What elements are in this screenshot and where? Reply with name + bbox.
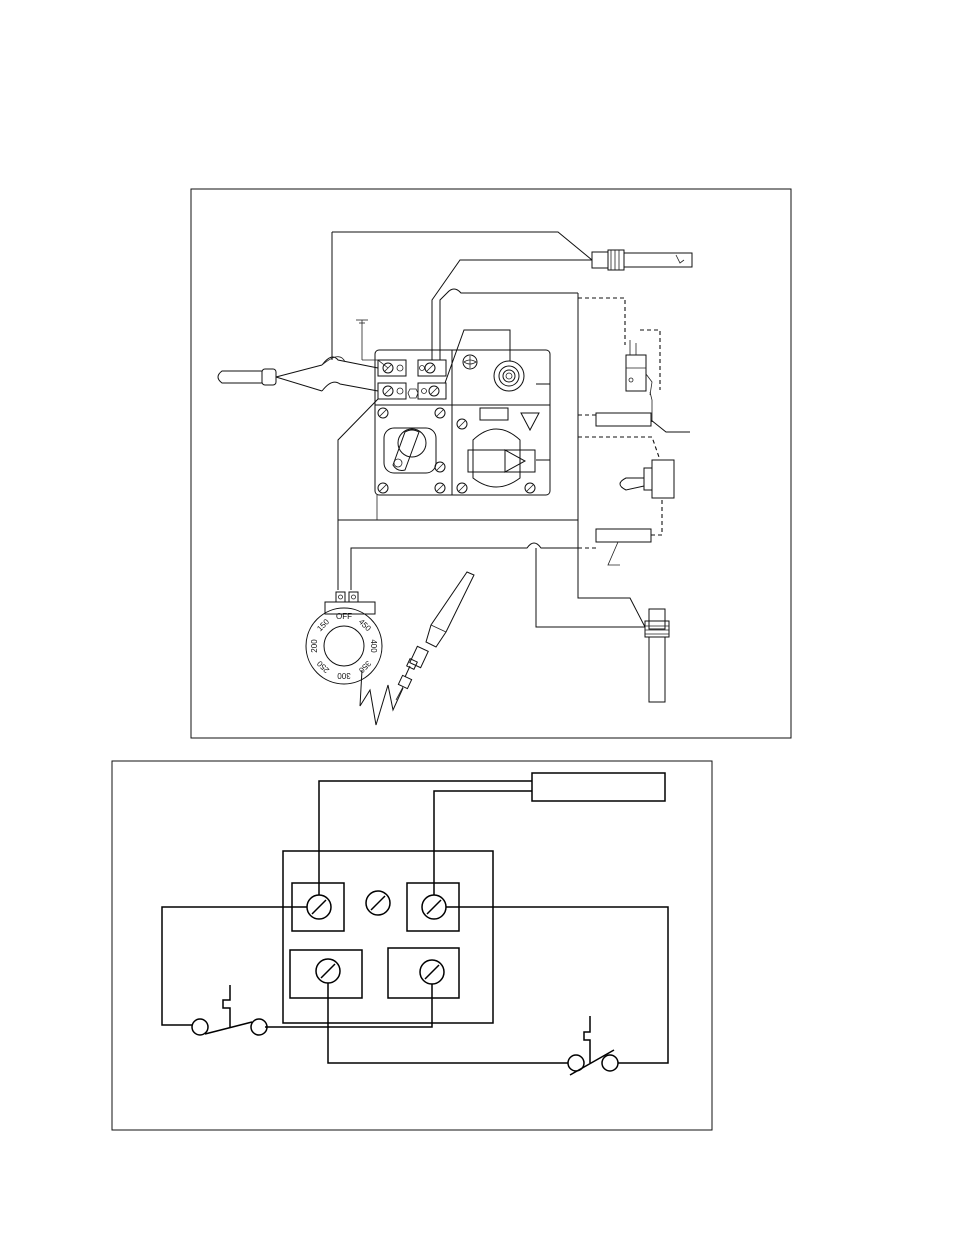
dial-label: 250 <box>315 658 331 674</box>
schematic-component-block <box>532 773 665 801</box>
toggle-switch <box>620 460 674 498</box>
ground-symbol <box>356 320 388 368</box>
pilot-outlet-fitting <box>494 361 524 391</box>
thermocouple-probe <box>218 365 322 391</box>
gas-valve <box>375 350 550 495</box>
dashed-wires <box>578 298 662 548</box>
thermostat-bulb <box>396 572 474 700</box>
dial-label: 400 <box>369 639 378 653</box>
solid-wires <box>322 232 645 627</box>
thermostat-dial-labels: OFF 450 400 350 300 250 200 150 <box>310 612 378 680</box>
schematic-switch-left <box>192 985 267 1035</box>
valve-terminal-block <box>378 360 446 399</box>
regulator-knob <box>384 428 436 473</box>
pilot-adjust-screw <box>463 355 477 369</box>
schematic-wires <box>162 781 668 1063</box>
dial-label: 200 <box>310 639 319 653</box>
dial-label: 350 <box>356 659 372 675</box>
high-limit-sensor <box>645 609 669 702</box>
schematic-switch-right <box>568 1016 618 1075</box>
dial-label: 150 <box>315 617 331 633</box>
terminal-bottom-right <box>388 948 459 998</box>
gas-cock-knob <box>468 408 539 487</box>
top-diagram-frame <box>191 189 791 738</box>
dial-label: 300 <box>337 671 351 680</box>
dial-label: OFF <box>336 612 352 621</box>
schematic-terminal-board <box>283 851 493 1023</box>
ignitor-electrode <box>592 250 692 270</box>
thermostat-knob <box>324 626 364 666</box>
dial-label: 450 <box>357 617 373 633</box>
micro-switch <box>626 340 652 395</box>
thermostat-dial: OFF 450 400 350 300 250 200 150 <box>306 592 403 725</box>
inline-fuse-upper <box>596 413 690 432</box>
pictorial-wiring-diagram: OFF 450 400 350 300 250 200 150 <box>191 189 791 738</box>
pilot-tube <box>536 384 550 460</box>
bottom-diagram-frame <box>112 761 712 1130</box>
inline-fuse-lower <box>596 529 651 565</box>
schematic-wiring-diagram <box>112 761 712 1130</box>
